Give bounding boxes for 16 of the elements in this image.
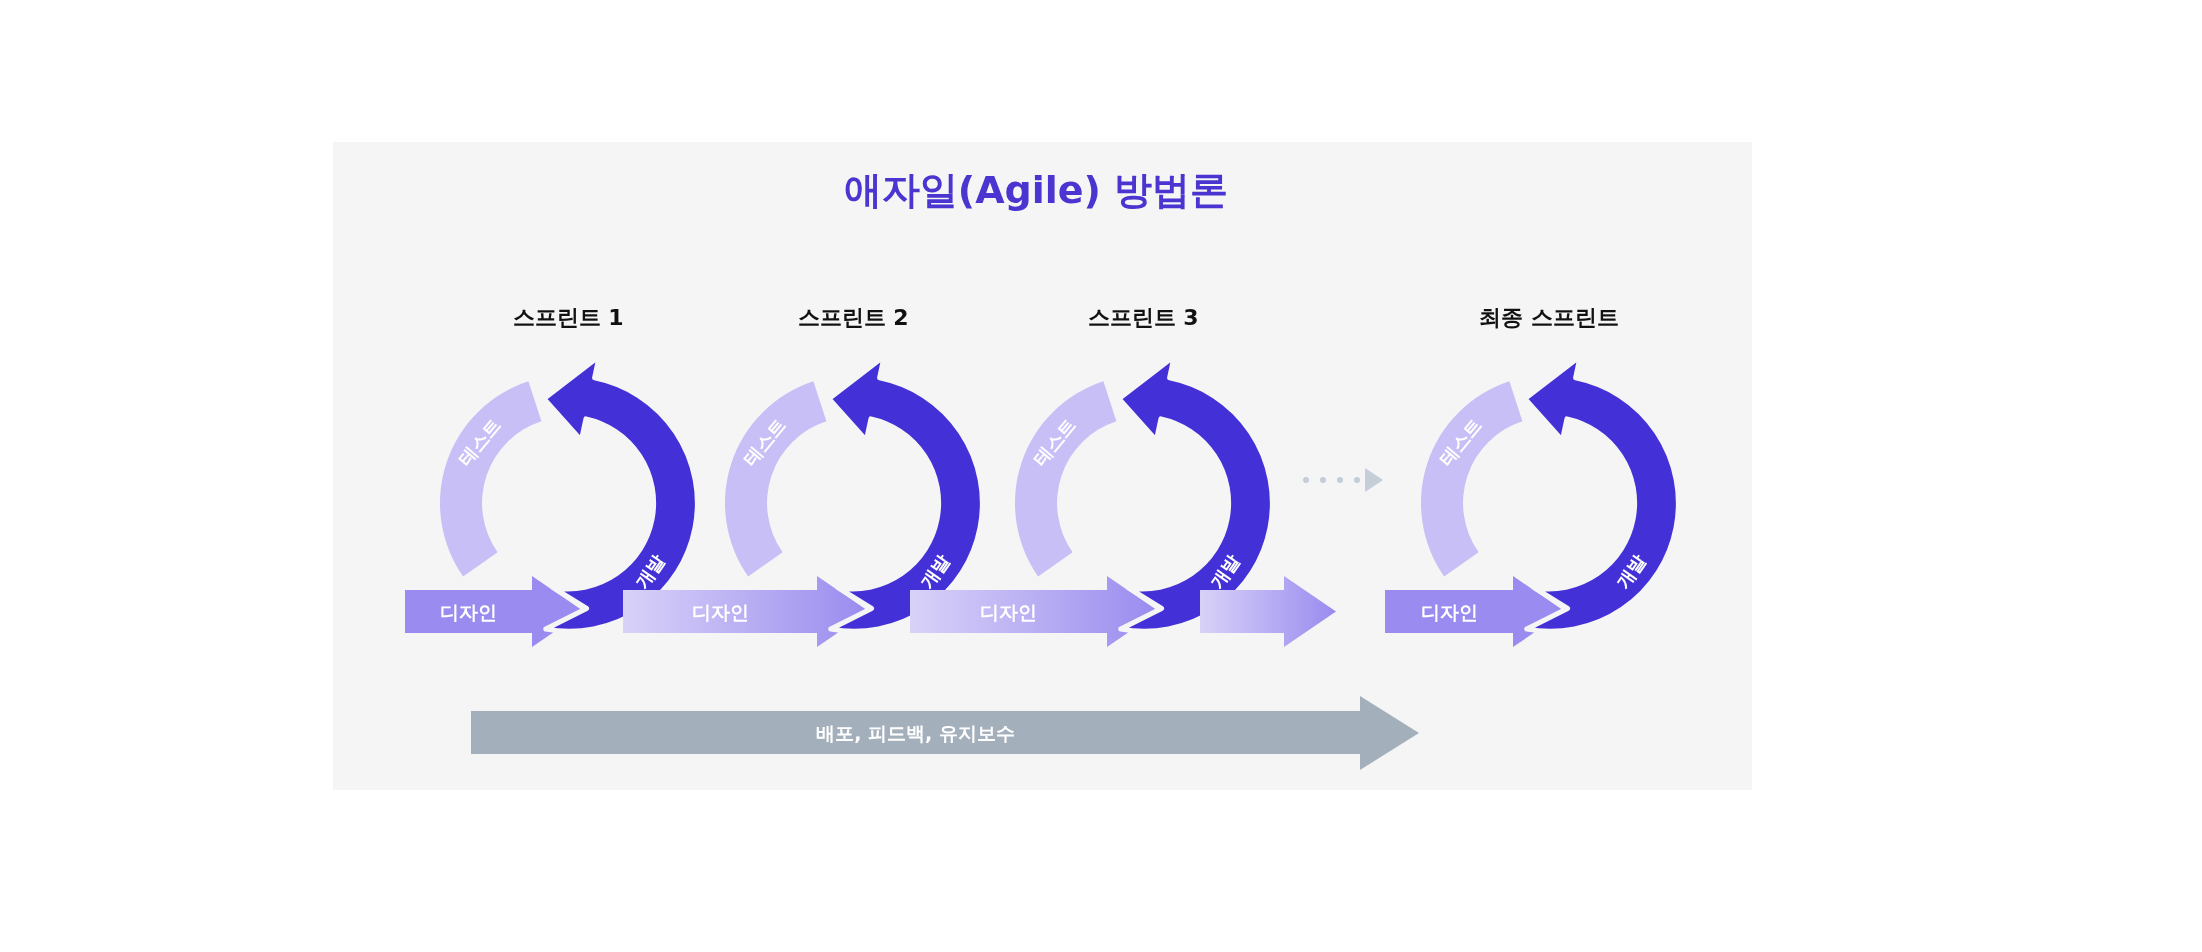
arrow-label: 개발 bbox=[1207, 551, 1243, 592]
dotted-arrow bbox=[1303, 468, 1383, 492]
arrow-label: 디자인 bbox=[980, 602, 1037, 621]
sprint-heading: 스프린트 1 bbox=[511, 305, 625, 332]
arrow-label: 배포, 피드백, 유지보수 bbox=[816, 723, 1015, 743]
timeline-band bbox=[471, 696, 1419, 770]
arrow-label: 디자인 bbox=[691, 602, 749, 621]
arrow-label: 개발 bbox=[1613, 551, 1649, 592]
arrow-label: 디자인 bbox=[1420, 602, 1478, 621]
title: 애자일(Agile) 방법론 bbox=[842, 168, 1230, 214]
arrow-label: 디자인 bbox=[440, 602, 497, 621]
sprint-heading: 스프린트 2 bbox=[796, 305, 910, 332]
sprint-heading: 스프린트 3 bbox=[1086, 305, 1200, 332]
sprint-heading: 최종 스프린트 bbox=[1478, 305, 1620, 332]
arrow-label: 개발 bbox=[632, 551, 668, 592]
arrow-label: 개발 bbox=[917, 551, 953, 592]
